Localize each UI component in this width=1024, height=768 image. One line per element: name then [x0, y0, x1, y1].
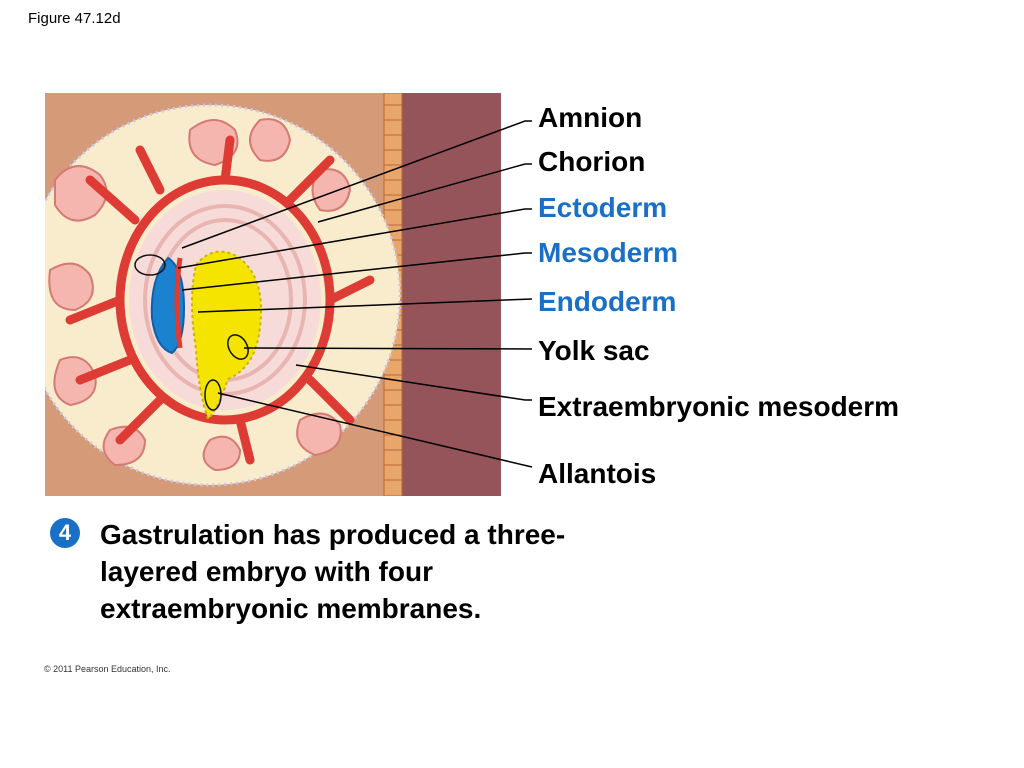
label-amnion: Amnion — [538, 102, 643, 133]
uterine-wall — [398, 93, 501, 496]
mesoderm-layer — [174, 257, 183, 349]
leader-allantois — [217, 392, 533, 468]
extraembryonic-mesoderm-network — [65, 135, 375, 465]
label-allantois: Allantois — [538, 458, 657, 489]
endoderm-layer — [191, 250, 262, 421]
label-mesoderm: Mesoderm — [538, 237, 679, 268]
step-caption: Gastrulation has produced a three-layere… — [100, 519, 566, 624]
label-chorion: Chorion — [538, 146, 646, 177]
leader-mesoderm — [181, 252, 532, 291]
leader-yolk-sac — [243, 347, 533, 350]
label-yolk-sac: Yolk sac — [538, 335, 650, 366]
label-extraembryonic-mesoderm: Extraembryonic mesoderm — [538, 391, 900, 422]
leader-ectoderm — [177, 208, 532, 269]
leader-endoderm — [197, 298, 533, 313]
copyright-notice: © 2011 Pearson Education, Inc. — [44, 664, 171, 674]
leader-lines — [177, 120, 533, 468]
leader-extraembryonic-mesoderm — [295, 364, 532, 401]
label-ectoderm: Ectoderm — [538, 192, 668, 223]
leader-amnion — [181, 120, 532, 249]
label-endoderm: Endoderm — [538, 286, 677, 317]
diagram-panel — [45, 93, 501, 496]
figure-number: Figure 47.12d — [28, 10, 121, 27]
leader-chorion — [317, 163, 532, 223]
highlight-ovals — [134, 254, 249, 411]
step-number-badge: 4 — [50, 518, 80, 548]
